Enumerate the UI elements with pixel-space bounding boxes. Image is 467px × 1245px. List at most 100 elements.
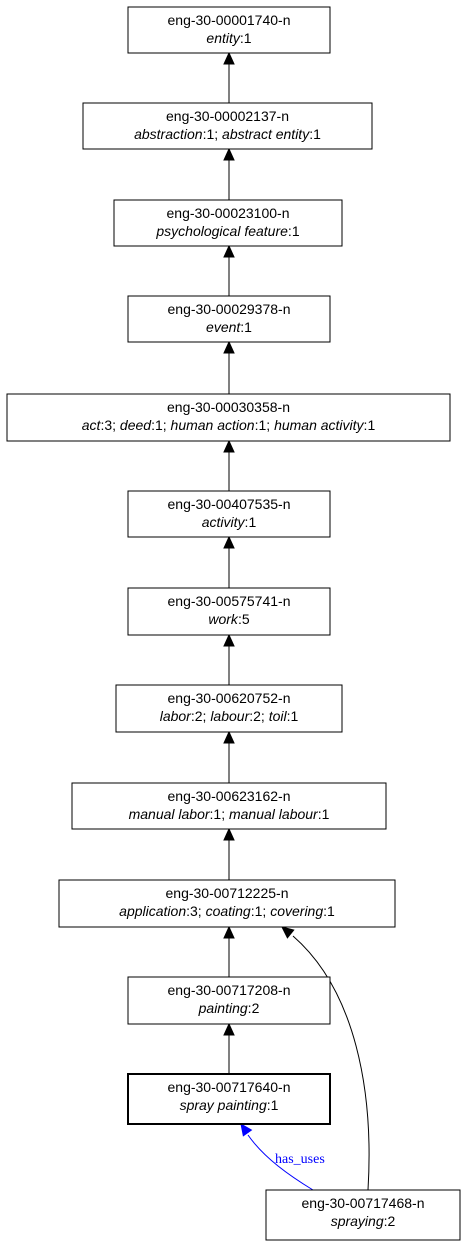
lemma-separator: : xyxy=(323,903,327,919)
lemma-separator: : xyxy=(238,611,242,627)
lemma-sense: 1 xyxy=(155,417,163,433)
synset-node-00712225-n[interactable]: eng-30-00712225-n application:3; coating:… xyxy=(58,879,396,928)
synset-lemmas: work:5 xyxy=(208,611,249,627)
has-uses-edge: has_uses xyxy=(240,1123,325,1191)
lemma-word: human activity xyxy=(274,417,364,433)
lemma-word: labour xyxy=(210,708,250,724)
lemma-word: deed xyxy=(120,417,152,433)
synset-lemmas: psychological feature:1 xyxy=(155,223,299,239)
synset-box xyxy=(127,490,331,538)
lemma-sense: 1 xyxy=(271,1097,279,1113)
lemma-delimiter: ; xyxy=(261,708,269,724)
synset-id: eng-30-00623162-n xyxy=(168,788,291,804)
synset-box xyxy=(6,393,451,442)
synset-box xyxy=(127,587,331,636)
lemma-sense: 2 xyxy=(253,708,261,724)
arrow-head-icon xyxy=(281,926,295,939)
synset-box xyxy=(127,6,331,54)
edge-label: has_uses xyxy=(275,1152,325,1167)
synset-box xyxy=(127,1073,331,1125)
edge-line xyxy=(292,935,370,1191)
lemma-word: painting xyxy=(198,1000,248,1016)
arrow-head-icon xyxy=(223,1022,235,1036)
synset-box xyxy=(113,199,343,247)
synset-box xyxy=(127,976,331,1025)
arrow-head-icon xyxy=(223,51,235,65)
lemma-delimiter: ; xyxy=(198,903,206,919)
lemma-sense: 1 xyxy=(258,417,266,433)
lemma-separator: : xyxy=(318,806,322,822)
synset-box xyxy=(58,879,396,928)
hypernym-edge xyxy=(223,730,235,783)
lemma-separator: : xyxy=(186,903,190,919)
synset-node-00575741-n[interactable]: eng-30-00575741-n work:5 xyxy=(127,587,331,636)
synset-box xyxy=(127,295,331,343)
lemma-word: labor xyxy=(160,708,192,724)
synset-lemmas: application:3; coating:1; covering:1 xyxy=(119,903,335,919)
lemma-separator: : xyxy=(309,126,313,142)
lemma-sense: 3 xyxy=(190,903,198,919)
hypernym-edge xyxy=(223,147,235,200)
lemma-separator: : xyxy=(240,30,244,46)
lemma-word: event xyxy=(206,319,241,335)
lemma-sense: 1 xyxy=(327,903,335,919)
lemma-word: psychological feature xyxy=(155,223,288,239)
lemma-separator: : xyxy=(151,417,155,433)
lemma-sense: 1 xyxy=(292,223,300,239)
lemma-delimiter: ; xyxy=(163,417,171,433)
lemma-sense: 1 xyxy=(206,126,214,142)
lemma-separator: : xyxy=(203,126,207,142)
lemma-sense: 2 xyxy=(195,708,203,724)
edges-layer: has_uses xyxy=(223,51,370,1191)
lemma-word: spraying xyxy=(331,1213,384,1229)
lemma-sense: 1 xyxy=(322,806,330,822)
lemma-word: spray painting xyxy=(180,1097,267,1113)
lemma-sense: 1 xyxy=(213,806,221,822)
synset-lemmas: manual labor:1; manual labour:1 xyxy=(129,806,330,822)
arrow-head-icon xyxy=(223,244,235,258)
arrow-head-icon xyxy=(223,535,235,549)
synset-lemmas: event:1 xyxy=(206,319,252,335)
synset-lemmas: act:3; deed:1; human action:1; human act… xyxy=(82,417,376,433)
synset-id: eng-30-00712225-n xyxy=(166,885,289,901)
synset-id: eng-30-00575741-n xyxy=(168,593,291,609)
lemma-separator: : xyxy=(248,1000,252,1016)
lemma-sense: 1 xyxy=(313,126,321,142)
lemma-word: activity xyxy=(202,514,246,530)
arrow-head-icon xyxy=(223,340,235,354)
lemma-separator: : xyxy=(288,223,292,239)
lemma-separator: : xyxy=(191,708,195,724)
arrow-head-icon xyxy=(223,439,235,453)
lemma-delimiter: ; xyxy=(214,126,222,142)
lemma-separator: : xyxy=(245,514,249,530)
synset-box xyxy=(82,102,373,150)
lemma-word: manual labor xyxy=(129,806,211,822)
hypernym-edge xyxy=(223,535,235,588)
synset-node-00717468-n[interactable]: eng-30-00717468-n spraying:2 xyxy=(265,1189,461,1241)
lemma-separator: : xyxy=(249,708,253,724)
lemma-sense: 1 xyxy=(244,319,252,335)
lemma-word: entity xyxy=(206,30,240,46)
synset-id: eng-30-00717468-n xyxy=(302,1195,425,1211)
lemma-word: toil xyxy=(269,708,288,724)
synset-lemmas: spraying:2 xyxy=(331,1213,396,1229)
hypernym-edge xyxy=(223,925,235,977)
lemma-separator: : xyxy=(210,806,214,822)
lemma-delimiter: ; xyxy=(266,417,274,433)
synset-lemmas: spray painting:1 xyxy=(180,1097,279,1113)
hypernym-edge xyxy=(223,633,235,685)
synset-lemmas: abstraction:1; abstract entity:1 xyxy=(134,126,321,142)
lemma-delimiter: ; xyxy=(221,806,229,822)
lemma-separator: : xyxy=(100,417,104,433)
synset-id: eng-30-00001740-n xyxy=(168,12,291,28)
